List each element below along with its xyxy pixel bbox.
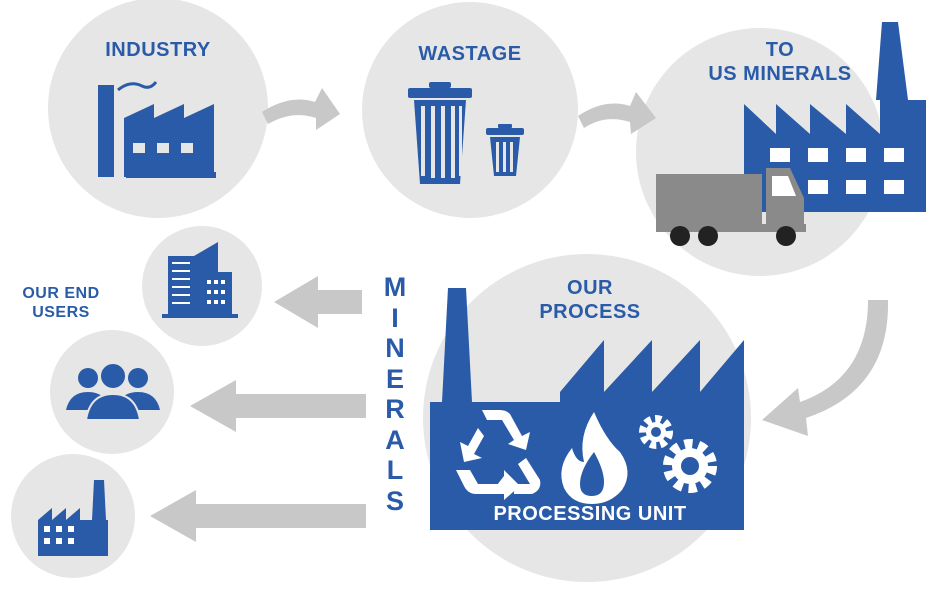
arrow-wastage-to-minerals — [578, 92, 656, 134]
our-process-label-line2: PROCESS — [539, 301, 641, 323]
gear-icon-large — [663, 439, 717, 493]
flame-icon — [561, 412, 628, 504]
end-users-label-line2: USERS — [32, 304, 90, 322]
minerals-letter: N — [385, 333, 405, 363]
minerals-vertical-label: M I N E R A L S — [376, 272, 414, 516]
minerals-letter: I — [391, 302, 399, 333]
end-users-label-line1: OUR END — [22, 285, 100, 302]
our-process-label: OUR PROCESS — [520, 276, 660, 324]
our-process-label-line1: OUR — [567, 277, 613, 299]
people-group-icon — [66, 362, 160, 421]
gear-icon-small — [639, 415, 673, 449]
end-user-people-circle — [50, 330, 174, 454]
recycle-icon — [456, 410, 541, 500]
industry-circle — [48, 0, 268, 218]
truck-icon — [656, 168, 806, 246]
wastage-label: WASTAGE — [418, 43, 522, 65]
minerals-letter: A — [385, 424, 405, 455]
to-us-minerals-label-line2: US MINERALS — [708, 63, 852, 85]
arrow-minerals-to-process — [762, 300, 889, 436]
industry-label: INDUSTRY — [105, 39, 211, 61]
office-building-icon — [162, 242, 238, 318]
to-us-minerals-label: TO US MINERALS — [690, 38, 870, 86]
processing-unit-label: PROCESSING UNIT — [493, 503, 687, 525]
arrow-industry-to-wastage — [262, 88, 340, 130]
flow-arrows — [150, 88, 889, 542]
end-users-label: OUR END USERS — [6, 284, 116, 322]
arrow-to-factory — [150, 490, 366, 542]
factory-icon — [38, 480, 108, 556]
minerals-letter: L — [386, 455, 404, 485]
arrow-to-people — [190, 380, 366, 432]
minerals-letter: S — [385, 485, 404, 516]
to-us-minerals-label-line1: TO — [765, 39, 795, 61]
factory-icon — [98, 81, 216, 178]
trash-can-icon — [408, 82, 524, 184]
arrow-to-building — [274, 276, 362, 328]
minerals-letter: R — [385, 394, 405, 424]
minerals-letter: M — [383, 272, 407, 302]
minerals-letter: E — [385, 363, 404, 394]
factory-truck-icon — [656, 22, 926, 246]
wastage-circle — [362, 2, 578, 218]
